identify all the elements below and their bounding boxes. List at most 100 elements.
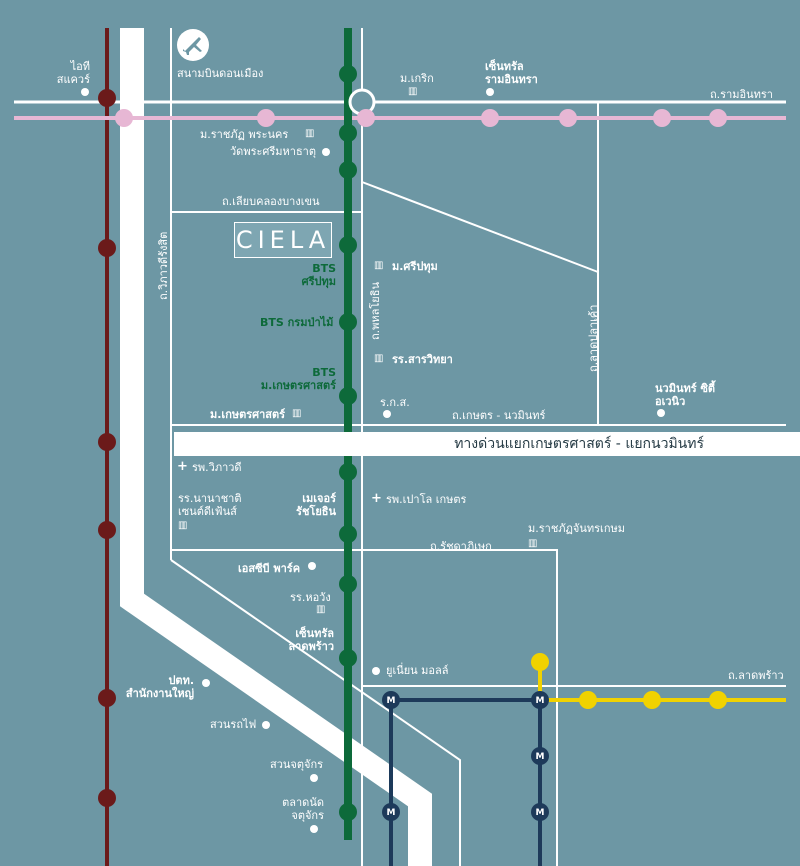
school-building-icon: ▥ xyxy=(292,408,302,419)
chandrakasem-label: ม.ราชภัฏจันทรเกษม xyxy=(528,522,625,535)
ptt-hq-label: ปตท. สำนักงานใหญ่ xyxy=(125,674,194,700)
mrt-m-icon: M xyxy=(387,696,396,706)
vibhavadi-hospital-label: รพ.วิภาวดี xyxy=(192,461,242,474)
pink-station xyxy=(653,109,671,127)
bts-kasetsart-label: BTS ม.เกษตรศาสตร์ xyxy=(260,366,336,392)
pink-station xyxy=(357,109,375,127)
yellow-station xyxy=(709,691,727,709)
school-building-icon: ▥ xyxy=(374,260,384,271)
pink-station xyxy=(709,109,727,127)
major-ratchayothin-label: เมเจอร์ รัชโยธิน xyxy=(296,492,336,518)
red-station xyxy=(98,433,116,451)
pink-station xyxy=(559,109,577,127)
lad-pla-khao-label: ถ.ลาดปลาเค้า xyxy=(587,304,600,372)
blue-station xyxy=(531,691,549,709)
chatuchak-market-label: ตลาดนัด จตุจักร xyxy=(282,796,324,822)
red-station xyxy=(98,689,116,707)
hospital-cross-icon: + xyxy=(371,491,382,506)
school-building-icon: ▥ xyxy=(305,128,315,139)
rks-label: ร.ก.ส. xyxy=(380,396,410,409)
place-dot-icon xyxy=(81,88,89,96)
bts-station xyxy=(339,65,357,83)
vibhavadi-road-label: ถ.วิภาวดีรังสิต xyxy=(157,231,170,300)
bts-station xyxy=(339,124,357,142)
bts-station xyxy=(339,649,357,667)
red-station xyxy=(98,89,116,107)
blue-station xyxy=(531,747,549,765)
school-building-icon: ▥ xyxy=(374,353,384,364)
bts-stations xyxy=(339,65,357,821)
ramintra-road-label: ถ.รามอินทรา xyxy=(710,88,773,101)
ratchadaphisek-road xyxy=(171,549,558,866)
place-dot-icon xyxy=(310,774,318,782)
yellow-stations xyxy=(531,653,727,709)
sarawittaya-label: รร.สารวิทยา xyxy=(392,353,453,366)
school-building-icon: ▥ xyxy=(316,604,326,615)
ladprao-road-label: ถ.ลาดพร้าว xyxy=(728,669,784,682)
horwang-label: รร.หอวัง xyxy=(290,591,331,604)
school-building-icon: ▥ xyxy=(178,520,188,531)
red-stations xyxy=(98,89,116,807)
mrt-m-icon: M xyxy=(387,808,396,818)
blue-station xyxy=(382,691,400,709)
place-dot-icon xyxy=(657,409,665,417)
pink-station xyxy=(481,109,499,127)
ciela-logo: CIELA xyxy=(234,222,332,258)
rajabhat-phranakhon-label: ม.ราชภัฏ พระนคร xyxy=(200,128,289,141)
union-mall-label: ยูเนี่ยน มอลล์ xyxy=(386,664,449,677)
red-station xyxy=(98,521,116,539)
pink-stations xyxy=(115,109,727,127)
bts-station xyxy=(339,803,357,821)
pink-station xyxy=(115,109,133,127)
kerk-label: ม.เกริก xyxy=(400,72,434,85)
school-building-icon: ▥ xyxy=(408,86,418,97)
pink-station xyxy=(257,109,275,127)
bts-station xyxy=(339,463,357,481)
blue-station xyxy=(382,803,400,821)
place-dot-icon xyxy=(202,679,210,687)
hospital-cross-icon: + xyxy=(177,459,188,474)
paolo-kaset-label: รพ.เปาโล เกษตร xyxy=(386,493,467,506)
school-building-icon: ▥ xyxy=(528,538,538,549)
mrt-m-icon: M xyxy=(536,752,545,762)
yellow-station xyxy=(643,691,661,709)
bts-royal-forest-label: BTS กรมป่าไม้ xyxy=(260,316,334,329)
blue-line xyxy=(389,698,542,866)
chatuchak-park-label: สวนจตุจักร xyxy=(270,758,324,771)
bts-station xyxy=(339,313,357,331)
blue-station xyxy=(531,803,549,821)
bts-station xyxy=(339,525,357,543)
kasetsart-uni-label: ม.เกษตรศาสตร์ xyxy=(210,408,286,421)
place-dot-icon xyxy=(486,88,494,96)
place-dot-icon xyxy=(308,562,316,570)
tollway-road xyxy=(120,28,432,866)
kaset-nawamin-label: ถ.เกษตร - นวมินทร์ xyxy=(452,409,546,422)
sb-park-label: เอสซีบี พาร์ค xyxy=(238,562,301,575)
expressway-label: ทางด่วนแยกเกษตรศาสตร์ - แยกนวมินทร์ xyxy=(174,432,800,456)
phahonyothin-road-label: ถ.พหลโยธิน xyxy=(369,282,382,340)
ratchadaphisek-road-label: ถ.รัชดาภิเษก xyxy=(430,540,492,553)
blue-stations xyxy=(382,691,549,821)
liab-khlong-label: ถ.เลียบคลองบางเขน xyxy=(222,195,320,208)
place-dot-icon xyxy=(310,825,318,833)
central-ladprao-label: เซ็นทรัล ลาดพร้าว xyxy=(288,627,334,653)
sripatum-uni-label: ม.ศรีปทุม xyxy=(392,260,438,273)
bts-sripatum-label: BTS ศรีปทุม xyxy=(301,262,336,288)
yellow-station xyxy=(531,653,549,671)
place-dot-icon xyxy=(372,667,380,675)
diagonal-road xyxy=(361,181,599,273)
bts-station xyxy=(339,575,357,593)
rot-fai-park-label: สวนรถไฟ xyxy=(210,718,257,731)
bts-station xyxy=(339,236,357,254)
airplane-icon xyxy=(177,29,209,61)
mrt-m-icon: M xyxy=(536,808,545,818)
central-ramintra-label: เซ็นทรัล รามอินทรา xyxy=(485,60,538,86)
tollway-label: ดอนเมืองโทลล์เวย์ xyxy=(130,284,145,388)
vibhavadi-road-south xyxy=(170,559,461,866)
bts-station xyxy=(339,161,357,179)
nawamin-city-label: นวมินทร์ ซิตี้ อเวนิว xyxy=(655,382,716,408)
red-station xyxy=(98,239,116,257)
bts-station xyxy=(339,387,357,405)
place-dot-icon xyxy=(262,721,270,729)
it-square-label: ไอที สแควร์ xyxy=(56,60,90,86)
